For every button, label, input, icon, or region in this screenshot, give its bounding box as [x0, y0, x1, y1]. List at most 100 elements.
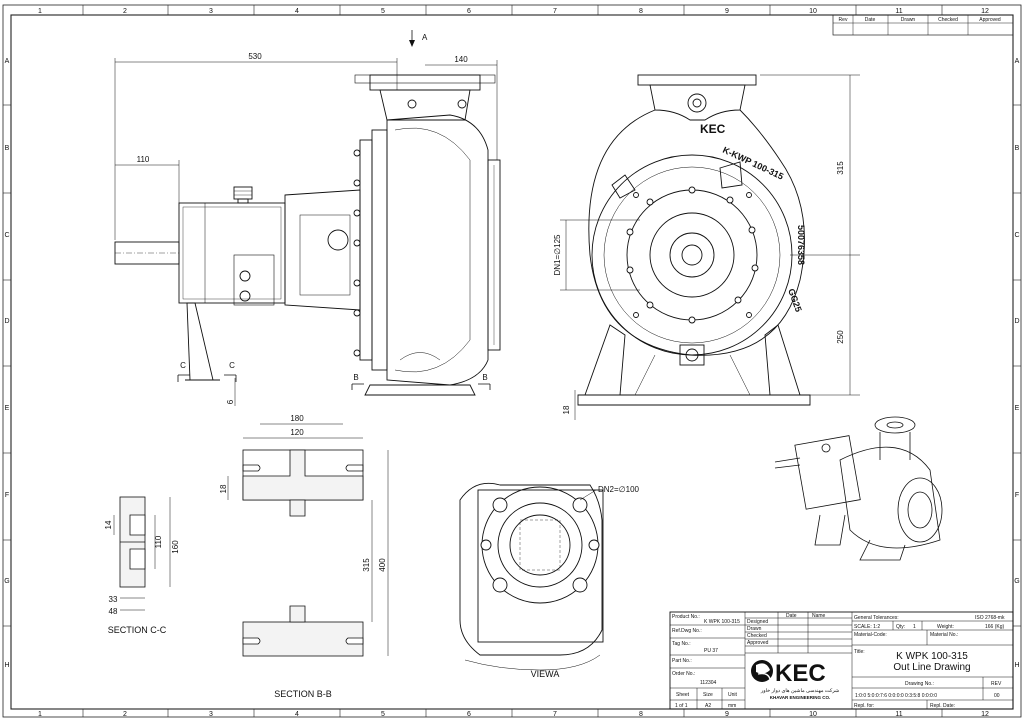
tb-material-code-label: Material-Code: — [854, 632, 887, 638]
company-name-fa: شرکت مهندسی ماشین های دوار خاور — [760, 688, 839, 694]
section-marker-arrows — [177, 374, 491, 390]
pump-isometric-view — [774, 416, 943, 561]
tb-size-label: Size — [703, 692, 713, 698]
dim-180: 180 — [290, 414, 304, 423]
row-label-right: G — [1014, 578, 1019, 585]
tb-date-label: Date — [786, 613, 797, 619]
tb-qty-value: 1 — [913, 624, 916, 630]
col-label-bottom: 1 — [38, 711, 42, 718]
col-label-top: 11 — [895, 8, 902, 15]
company-logo: KEC شرکت مهندسی ماشین های دوار خاور KHAV… — [751, 660, 839, 700]
section-bb-dimensions — [227, 450, 389, 656]
dim-dn1: DN1=∅125 — [553, 234, 562, 276]
col-label-top: 2 — [123, 8, 127, 15]
tb-unit-label: Unit — [728, 692, 738, 698]
dim-14: 14 — [104, 520, 113, 529]
dim-140: 140 — [454, 55, 468, 64]
dim-250: 250 — [836, 330, 845, 344]
tb-tag-no: PU 37 — [704, 648, 718, 654]
tb-name-label: Name — [812, 613, 826, 619]
view-a-arrow-label: A — [422, 33, 428, 42]
row-label-right: C — [1014, 232, 1019, 239]
rev-header-rev: Rev — [839, 17, 848, 23]
row-label-left: H — [4, 662, 9, 669]
tb-designed-label: Designed — [747, 619, 768, 625]
row-label-right: E — [1015, 405, 1020, 412]
tb-sheet-label: Sheet — [676, 692, 690, 698]
dim-dn2: DN2=∅100 — [598, 485, 640, 494]
tb-drawing-no-label: Drawing No.: — [905, 681, 934, 687]
dim-120: 120 — [290, 428, 304, 437]
view-a-arrow: A — [409, 30, 428, 47]
col-label-top: 8 — [639, 8, 643, 15]
title-block: Product No.: K WPK 100-315 Ref.Dwg No.: … — [669, 611, 1014, 710]
dim-530: 530 — [248, 52, 262, 61]
tb-order-no: 112304 — [700, 680, 717, 686]
row-label-left: F — [5, 492, 9, 499]
section-marker-b-right: B — [482, 373, 487, 382]
casing-serial-text: 50076358 — [796, 225, 806, 265]
row-label-left: C — [4, 232, 9, 239]
section-markers: C C B B — [180, 361, 488, 382]
dim-110: 110 — [137, 155, 150, 164]
row-label-right: D — [1014, 318, 1019, 325]
tb-repl-by-label: Repl. Date: — [930, 703, 955, 709]
col-label-bottom: 7 — [553, 711, 557, 718]
row-label-right: A — [1015, 58, 1020, 65]
section-marker-c-right: C — [229, 361, 235, 370]
col-label-top: 10 — [809, 8, 817, 15]
rev-header-approved: Approved — [979, 17, 1001, 23]
tb-approved-label: Approved — [747, 640, 769, 646]
col-label-bottom: 2 — [123, 711, 127, 718]
row-label-left: A — [5, 58, 10, 65]
casing-brand-text: KEC — [700, 122, 726, 136]
row-label-right: H — [1014, 662, 1019, 669]
tb-drawn-label: Drawn — [747, 626, 762, 632]
dim-110-section: 110 — [154, 535, 163, 548]
tb-weight-label: Weight: — [937, 624, 954, 630]
tb-repl-for-label: Repl. for: — [854, 703, 874, 709]
border-row-labels: A B C D E F G H A B C D E F G H — [4, 58, 1019, 669]
section-cc-dimensions — [113, 497, 171, 611]
dim-18-front: 18 — [562, 405, 571, 414]
section-bb-caption: SECTION B-B — [274, 689, 332, 699]
dim-315-front: 315 — [836, 161, 845, 175]
section-bb-bottom — [242, 605, 364, 657]
front-view-dimensions — [560, 74, 860, 420]
section-bb-top — [242, 423, 364, 517]
row-label-left: E — [5, 405, 10, 412]
col-label-bottom: 11 — [895, 711, 902, 718]
tb-scale-label: SCALE: 1:2 — [854, 624, 880, 630]
rev-header-date: Date — [865, 17, 876, 23]
col-label-top: 7 — [553, 8, 557, 15]
tb-weight-value: 166 (Kg) — [985, 624, 1005, 630]
tb-product-no: K WPK 100-315 — [704, 619, 740, 625]
border-row-ticks — [3, 104, 1021, 627]
logo-text: KEC — [775, 660, 826, 687]
dim-48: 48 — [109, 607, 118, 616]
section-marker-c-left: C — [180, 361, 186, 370]
tb-gen-tol-value: ISO 2768-mk — [975, 615, 1005, 621]
row-label-right: B — [1015, 145, 1020, 152]
tb-rev-value: 00 — [994, 693, 1000, 699]
tb-tag-no-label: Tag No.: — [672, 641, 691, 647]
row-label-left: D — [4, 318, 9, 325]
col-label-top: 12 — [981, 8, 989, 15]
border-column-labels: 1 2 3 4 5 6 7 8 9 10 11 12 1 2 3 4 5 6 7… — [38, 8, 989, 718]
row-label-right: F — [1015, 492, 1019, 499]
dim-18-section: 18 — [219, 484, 228, 493]
tb-order-no-label: Order No.: — [672, 671, 695, 677]
pump-side-view — [114, 74, 501, 396]
col-label-bottom: 6 — [467, 711, 471, 718]
tb-title-line2: Out Line Drawing — [893, 662, 970, 673]
row-label-left: B — [5, 145, 10, 152]
dim-315-section: 315 — [362, 558, 371, 572]
tb-unit-value: mm — [728, 703, 736, 709]
rev-header-drawn: Drawn — [901, 17, 916, 23]
tb-title-line1: K WPK 100-315 — [896, 651, 968, 662]
section-cc-caption: SECTION C-C — [108, 625, 167, 635]
col-label-bottom: 9 — [725, 711, 729, 718]
col-label-bottom: 10 — [809, 711, 817, 718]
drawing-border — [2, 4, 1022, 718]
